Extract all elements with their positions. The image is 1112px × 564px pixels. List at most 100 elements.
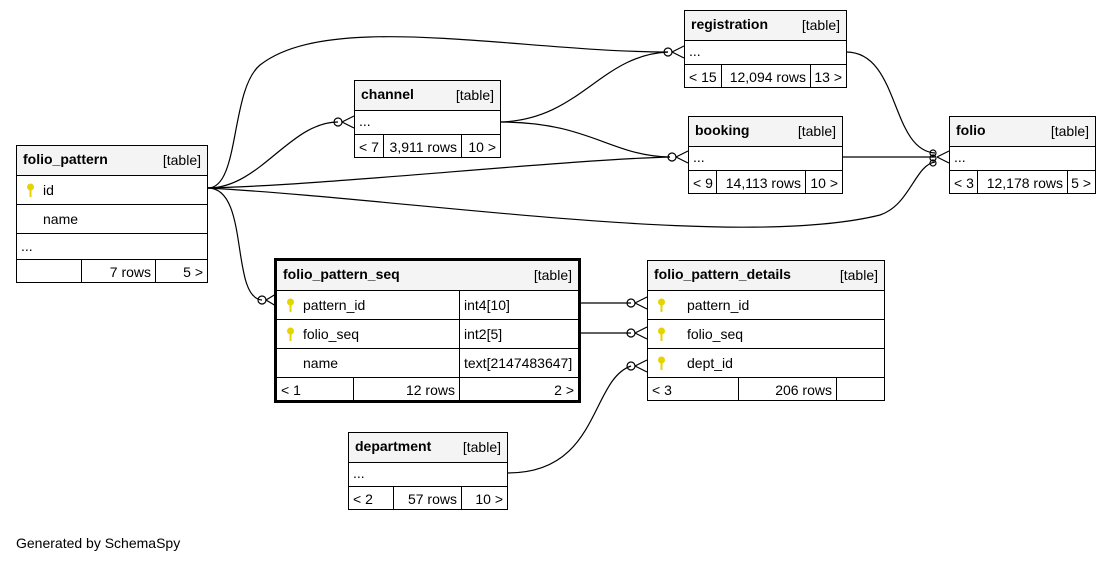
- parents-cell[interactable]: < 2: [349, 487, 393, 509]
- parents-count: < 3: [652, 382, 672, 398]
- column-row[interactable]: folio_seq int2[5]: [277, 319, 578, 348]
- parents-cell[interactable]: < 9: [689, 171, 716, 193]
- more-columns: ...: [21, 238, 33, 254]
- more-columns-row: ...: [689, 146, 842, 170]
- column-row[interactable]: pattern_id int4[10]: [277, 290, 578, 319]
- table-header: folio_pattern [table]: [17, 146, 207, 175]
- children-cell[interactable]: [836, 378, 884, 400]
- table-header: folio_pattern_details [table]: [648, 261, 884, 290]
- table-department[interactable]: department [table] ... < 2 57 rows 10 >: [348, 432, 508, 510]
- stats-row: < 15 12,094 rows 13 >: [685, 64, 846, 87]
- children-cell[interactable]: 13 >: [810, 65, 846, 87]
- column-name: name: [43, 211, 79, 227]
- edge-registration-folio: [845, 51, 936, 154]
- column-row[interactable]: name text[2147483647]: [277, 348, 578, 377]
- table-header: channel [table]: [355, 81, 500, 110]
- parents-cell[interactable]: < 15: [685, 65, 721, 87]
- table-header: department [table]: [349, 433, 507, 462]
- column-row[interactable]: folio_seq: [648, 319, 884, 348]
- children-count: 10 >: [810, 175, 838, 191]
- column-type: text[2147483647]: [464, 355, 573, 371]
- rows-cell: 12 rows: [353, 378, 459, 400]
- children-count: 5 >: [1071, 175, 1091, 191]
- parents-cell[interactable]: [17, 260, 81, 282]
- stats-row: < 2 57 rows 10 >: [349, 486, 507, 509]
- table-kind: [table]: [462, 439, 501, 455]
- row-count: 57 rows: [407, 491, 457, 507]
- stats-row: < 7 3,911 rows 10 >: [355, 134, 500, 157]
- parents-count: < 15: [689, 69, 717, 85]
- rows-cell: 14,113 rows: [716, 171, 805, 193]
- table-kind: [table]: [455, 87, 494, 103]
- edge-folio-pattern-registration: [207, 36, 669, 189]
- edge-channel-registration: [499, 51, 669, 123]
- parents-count: < 7: [359, 139, 379, 155]
- rows-cell: 12,094 rows: [721, 65, 810, 87]
- table-kind: [table]: [839, 267, 878, 283]
- table-name: folio_pattern_seq: [283, 266, 400, 282]
- column-row[interactable]: id: [17, 175, 207, 204]
- column-type-cell: int4[10]: [459, 291, 579, 319]
- edge-folio-pattern-channel: [207, 121, 339, 189]
- stats-row: < 9 14,113 rows 10 >: [689, 170, 842, 193]
- column-type-cell: int2[5]: [459, 320, 579, 348]
- more-columns: ...: [689, 43, 701, 59]
- column-row[interactable]: dept_id: [648, 348, 884, 377]
- children-cell[interactable]: 10 >: [805, 171, 842, 193]
- column-name: pattern_id: [687, 297, 750, 313]
- rows-cell: 7 rows: [81, 260, 155, 282]
- key-icon: [658, 298, 665, 312]
- row-count: 12 rows: [405, 382, 455, 398]
- table-name: booking: [695, 122, 750, 138]
- parents-cell[interactable]: < 1: [277, 378, 353, 400]
- column-name: name: [303, 355, 339, 371]
- parents-cell[interactable]: < 3: [648, 378, 738, 400]
- edge-crowfoot: [675, 150, 689, 164]
- column-row[interactable]: name: [17, 204, 207, 233]
- table-folio-pattern-details[interactable]: folio_pattern_details [table] pattern_id…: [647, 260, 885, 401]
- column-type: int4[10]: [464, 297, 510, 313]
- edge-crowfoot: [671, 45, 685, 59]
- children-cell[interactable]: 10 >: [461, 135, 500, 157]
- children-cell[interactable]: 10 >: [461, 487, 507, 509]
- edge-department-details: [507, 365, 632, 474]
- table-registration[interactable]: registration [table] ... < 15 12,094 row…: [684, 10, 847, 88]
- parents-count: < 2: [353, 491, 373, 507]
- table-name: channel: [361, 86, 414, 102]
- table-name: department: [355, 438, 432, 454]
- table-folio-pattern[interactable]: folio_pattern [table] id name ... 7 rows…: [16, 145, 208, 283]
- column-name: dept_id: [687, 355, 733, 371]
- table-name: registration: [691, 16, 769, 32]
- more-columns: ...: [353, 465, 365, 481]
- children-count: 13 >: [814, 69, 842, 85]
- table-folio[interactable]: folio [table] ... < 3 12,178 rows 5 >: [949, 116, 1096, 194]
- table-booking[interactable]: booking [table] ... < 9 14,113 rows 10 >: [688, 116, 843, 194]
- column-name: folio_seq: [303, 326, 360, 342]
- parents-cell[interactable]: < 7: [355, 135, 383, 157]
- column-type-cell: text[2147483647]: [459, 349, 579, 377]
- table-header: registration [table]: [685, 11, 846, 40]
- children-cell[interactable]: 2 >: [459, 378, 578, 400]
- more-columns-row: ...: [349, 462, 507, 486]
- edge-folio-pattern-seq: [207, 187, 263, 301]
- table-channel[interactable]: channel [table] ... < 7 3,911 rows 10 >: [354, 80, 501, 158]
- edge-crowfoot: [634, 326, 648, 340]
- column-row[interactable]: pattern_id: [648, 290, 884, 319]
- table-name: folio: [956, 122, 986, 138]
- more-columns: ...: [359, 113, 371, 129]
- more-columns: ...: [693, 149, 705, 165]
- column-name: folio_seq: [687, 326, 744, 342]
- edge-crowfoot: [634, 296, 648, 310]
- table-folio-pattern-seq[interactable]: folio_pattern_seq [table] pattern_id int…: [274, 258, 581, 403]
- row-count: 7 rows: [109, 264, 151, 280]
- row-count: 14,113 rows: [725, 175, 801, 191]
- key-icon: [658, 356, 665, 370]
- parents-cell[interactable]: < 3: [950, 171, 977, 193]
- parents-count: < 9: [693, 175, 713, 191]
- children-cell[interactable]: 5 >: [1067, 171, 1095, 193]
- table-header: booking [table]: [689, 117, 842, 146]
- children-cell[interactable]: 5 >: [155, 260, 207, 282]
- column-name: id: [43, 182, 54, 198]
- table-kind: [table]: [801, 17, 840, 33]
